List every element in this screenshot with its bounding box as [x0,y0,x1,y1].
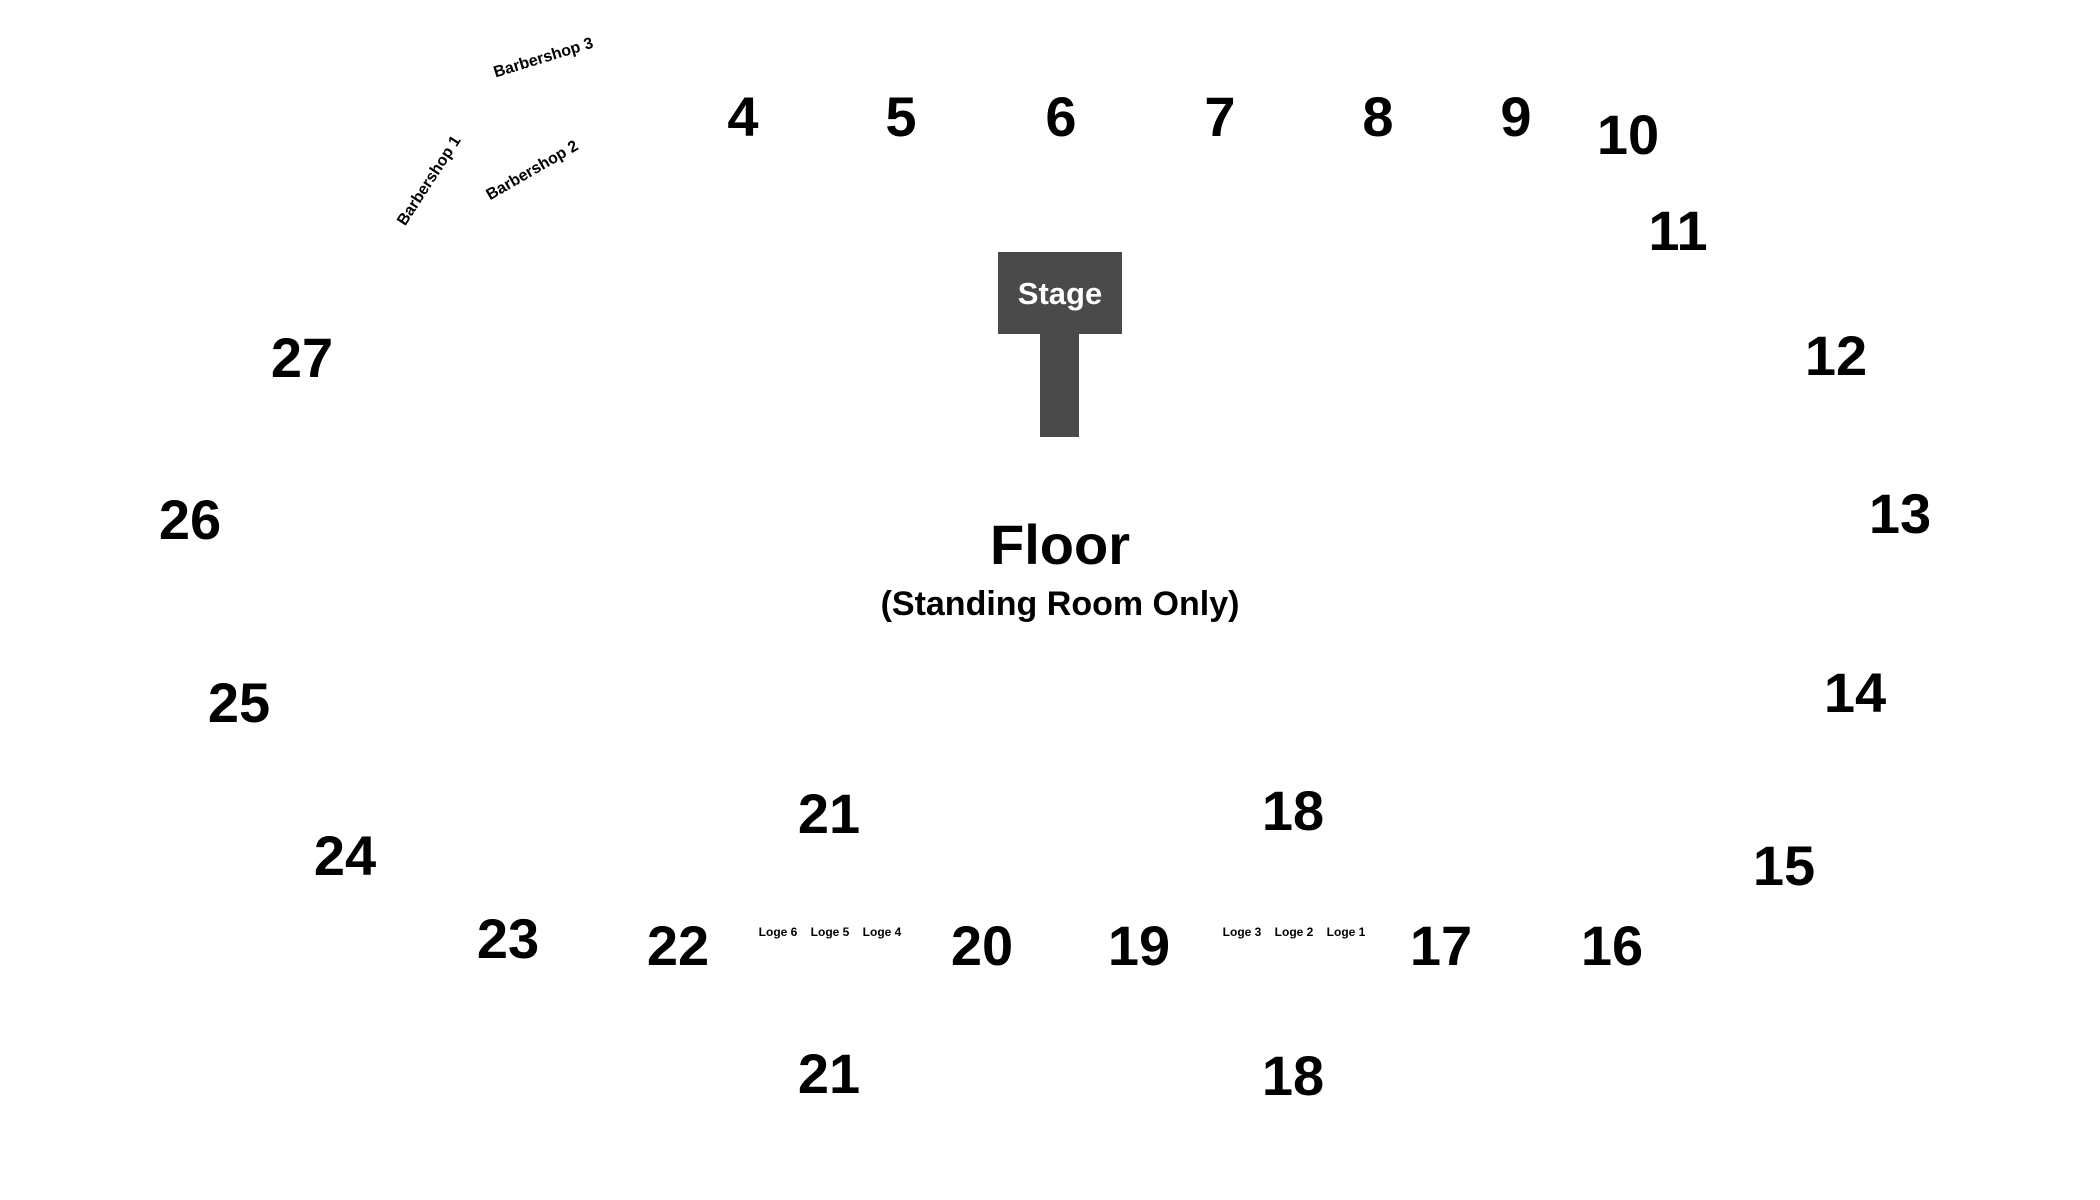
stage: Stage [998,252,1122,334]
section-4[interactable]: 4 [727,85,759,148]
stage-runway [1040,333,1079,437]
section-7[interactable]: 7 [1204,85,1236,148]
section-13[interactable]: 13 [1868,482,1932,545]
section-14[interactable]: 14 [1823,661,1887,724]
section-barbershop-2[interactable]: Barbershop 2 [483,137,582,204]
loge-6[interactable]: Loge 6 [758,925,798,939]
section-10[interactable]: 10 [1596,103,1660,166]
loge-4[interactable]: Loge 4 [862,925,902,939]
section-20[interactable]: 20 [950,914,1014,977]
section-16[interactable]: 16 [1580,914,1644,977]
section-18-upper[interactable]: 18 [1261,779,1325,842]
section-22[interactable]: 22 [646,914,710,977]
section-8[interactable]: 8 [1362,85,1394,148]
loge-2[interactable]: Loge 2 [1274,925,1314,939]
section-6[interactable]: 6 [1045,85,1077,148]
section-26[interactable]: 26 [158,488,222,551]
section-barbershop-1[interactable]: Barbershop 1 [394,132,465,229]
loge-5[interactable]: Loge 5 [810,925,850,939]
section-5[interactable]: 5 [885,85,917,148]
section-19[interactable]: 19 [1107,914,1171,977]
section-17[interactable]: 17 [1409,914,1473,977]
section-21-lower[interactable]: 21 [797,1042,861,1105]
floor-note: (Standing Room Only) [880,585,1240,623]
section-27[interactable]: 27 [270,326,334,389]
section-21-upper[interactable]: 21 [797,782,861,845]
section-23[interactable]: 23 [476,907,540,970]
section-18-lower[interactable]: 18 [1261,1044,1325,1107]
floor-section[interactable]: Floor [990,513,1130,576]
stage-label: Stage [1017,275,1103,311]
section-11[interactable]: 11 [1648,199,1708,262]
section-15[interactable]: 15 [1752,834,1816,897]
section-9[interactable]: 9 [1500,85,1532,148]
section-24[interactable]: 24 [313,824,377,887]
loge-1[interactable]: Loge 1 [1326,925,1366,939]
section-12[interactable]: 12 [1804,324,1868,387]
section-barbershop-3[interactable]: Barbershop 3 [491,34,596,82]
loge-3[interactable]: Loge 3 [1222,925,1262,939]
section-25[interactable]: 25 [207,671,271,734]
